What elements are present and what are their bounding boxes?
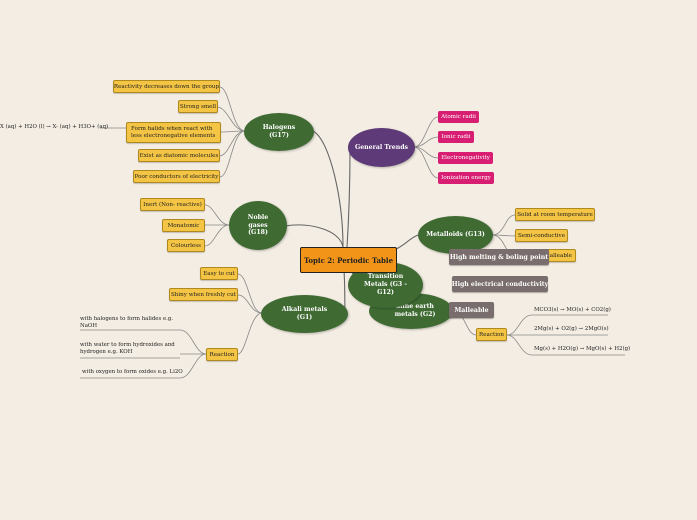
alkali-metals-node[interactable]: Alkali metals (G1) [261, 295, 348, 333]
alkaline-earth-reaction-node[interactable]: Reaction [476, 328, 507, 341]
alkaline-earth-reaction: 2Mg(s) + O2(g) → 2MgO(s) [534, 326, 609, 332]
metalloids-node[interactable]: Metalloids (G13) [418, 216, 493, 254]
alkali-reaction: with halogens to form halides e.g. NaOH [80, 316, 174, 330]
central-topic[interactable]: Topic 2: Periodic Table [300, 247, 397, 273]
alkaline-earth-item[interactable]: High melting & boling point [449, 249, 549, 265]
alkali-reaction-node[interactable]: Reaction [206, 348, 238, 361]
noble-item[interactable]: Monatomic [162, 219, 205, 232]
alkali-item[interactable]: Easy to cut [200, 267, 238, 280]
halogens-node[interactable]: Halogens (G17) [244, 113, 314, 151]
trend-item[interactable]: Atomic radii [438, 111, 479, 123]
halogen-item[interactable]: Exist as diatomic molecules [138, 149, 220, 162]
alkaline-earth-reaction: MCO3(s) → MO(s) + CO2(g) [534, 307, 611, 313]
alkali-reaction: with water to form hydroxides and hydrog… [80, 342, 175, 356]
halogen-item[interactable]: Form halids when react with less electro… [126, 122, 221, 143]
noble-item[interactable]: Colourless [167, 239, 205, 252]
alkaline-earth-item[interactable]: High electrical conductivity [452, 276, 548, 292]
alkali-item[interactable]: Shiny when freshly cut [169, 288, 238, 301]
metalloid-item[interactable]: Solid at room temperature [515, 208, 595, 221]
alkaline-earth-item[interactable]: Malleable [449, 302, 494, 318]
noble-gases-node[interactable]: Noble gases (G18) [229, 201, 287, 250]
halogen-item[interactable]: Poor conductors of electricity [133, 170, 220, 183]
trend-item[interactable]: Ionic radii [438, 131, 474, 143]
alkali-reaction: with oxygen to form oxides e.g. Li2O [82, 369, 183, 375]
halogen-equation: X (aq) + H2O (l) → X- (aq) + H3O+ (aq) [0, 124, 109, 130]
alkaline-earth-reaction: Mg(s) + H2O(g) → MgO(s) + H2(g) [534, 346, 631, 352]
metalloid-item[interactable]: Semi-conductive [515, 229, 568, 242]
noble-item[interactable]: Inert (Non- reactive) [140, 198, 205, 211]
general-trends-node[interactable]: General Trends [348, 128, 415, 167]
halogen-item[interactable]: Reactivity decreases down the group [113, 80, 220, 93]
trend-item[interactable]: Ionization energy [438, 172, 494, 184]
halogen-item[interactable]: Strong smell [178, 100, 218, 113]
trend-item[interactable]: Electronegativity [438, 152, 493, 164]
